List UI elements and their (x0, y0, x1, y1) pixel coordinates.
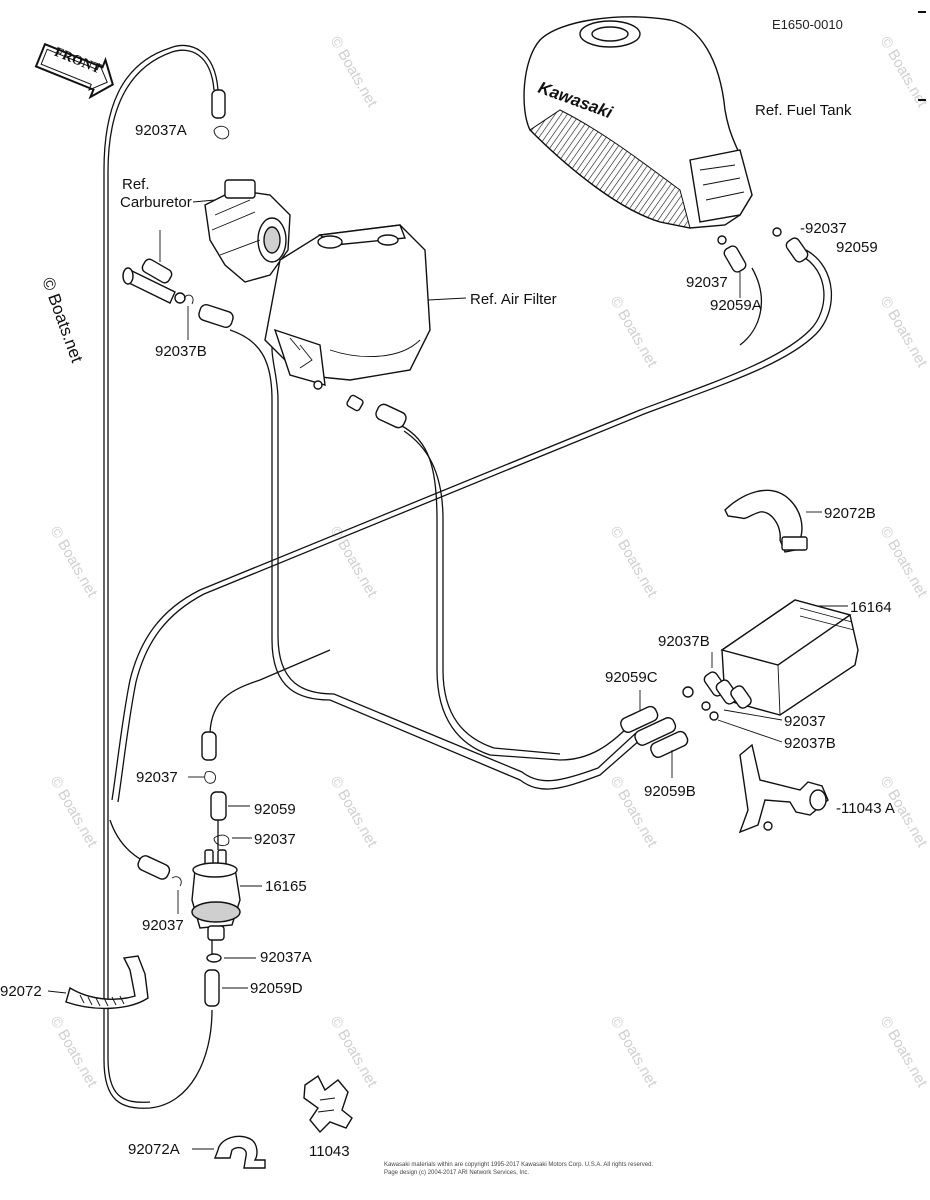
label-11043: 11043 (309, 1143, 350, 1160)
label-92037-canister: 92037 (784, 713, 826, 730)
watermark: © Boats.net (607, 294, 661, 371)
label-92037-tank2: 92037 (686, 274, 728, 291)
hose-92059A (723, 245, 747, 273)
label-16164: 16164 (850, 599, 892, 616)
label-92037-tank: -92037 (800, 220, 847, 237)
ref-air-filter-label: Ref. Air Filter (470, 291, 557, 308)
label-92059-mid: 92059 (254, 801, 296, 818)
watermark: © Boats.net (877, 1014, 930, 1091)
watermark: © Boats.net (877, 524, 930, 601)
clamp-92037A-low (206, 953, 222, 963)
label-92037-low: 92037 (142, 917, 184, 934)
watermark-vertical: © Boats.net (38, 275, 86, 365)
label-92059A: 92059A (710, 297, 762, 314)
label-92037A-low: 92037A (260, 949, 312, 966)
hose-92059D (204, 969, 220, 1007)
hose-connector-airbox (375, 403, 407, 429)
clamp-92037A-top (213, 125, 230, 140)
hose-92059C (620, 705, 659, 734)
watermark: © Boats.net (877, 294, 930, 371)
ref-carburetor-label-line1: Ref. (122, 176, 150, 193)
front-arrow-icon: FRONT (34, 42, 114, 100)
watermark: © Boats.net (47, 774, 101, 851)
label-92059D: 92059D (250, 980, 303, 997)
label-92072A: 92072A (128, 1141, 180, 1158)
label-16165: 16165 (265, 878, 307, 895)
air-filter-housing (264, 224, 431, 390)
label-92072: 92072 (0, 983, 42, 1000)
label-92072B: 92072B (824, 505, 876, 522)
label-92037A-top: 92037A (135, 122, 187, 139)
label-92037-mid2: 92037 (254, 831, 296, 848)
label-11043A: -11043 A (836, 800, 895, 817)
watermark: © Boats.net (47, 524, 101, 601)
label-92037B-carb: 92037B (155, 343, 207, 360)
watermark: © Boats.net (607, 1014, 661, 1091)
label-92037-mid: 92037 (136, 769, 178, 786)
label-92059-tank: 92059 (836, 239, 878, 256)
hose-end-mid (201, 731, 217, 761)
hose-92059-mid (210, 791, 227, 821)
bracket-92072B (724, 489, 808, 553)
diagram-code: E1650-0010 (772, 17, 843, 32)
hose-connector-low (137, 855, 171, 880)
label-92059B: 92059B (644, 783, 696, 800)
hoses (103, 44, 833, 1109)
hose-92059 (785, 237, 809, 263)
footer-copyright-line2: Page design (c) 2004-2017 ARI Network Se… (384, 1170, 529, 1176)
watermark: © Boats.net (607, 524, 661, 601)
label-92037B-canister2: 92037B (784, 735, 836, 752)
hose-connector-canister (634, 717, 677, 746)
hose-connector-carb (198, 303, 234, 329)
hose-end-top (211, 89, 226, 119)
watermark: © Boats.net (47, 1014, 101, 1091)
fuel-tank: Kawasaki (523, 16, 782, 245)
label-92059C: 92059C (605, 669, 658, 686)
clamp-92037B-carb (183, 294, 194, 305)
clip-11043 (303, 1074, 353, 1134)
t-fitting-hose (122, 258, 186, 304)
carburetor (204, 179, 291, 283)
canister-16164 (703, 599, 859, 716)
clamp-92072A (213, 1135, 266, 1169)
bracket-11043A (738, 743, 829, 834)
ref-fuel-tank-label: Ref. Fuel Tank (755, 102, 852, 119)
label-92037B-canister: 92037B (658, 633, 710, 650)
watermark: © Boats.net (327, 34, 381, 111)
band-92072 (65, 955, 149, 1010)
watermark: © Boats.net (327, 1014, 381, 1091)
fuel-filter-16165 (191, 849, 241, 941)
watermark: © Boats.net (327, 774, 381, 851)
footer-copyright-line1: Kawasaki materials within are copyright … (384, 1162, 653, 1168)
ref-carburetor-label-line2: Carburetor (120, 194, 192, 211)
